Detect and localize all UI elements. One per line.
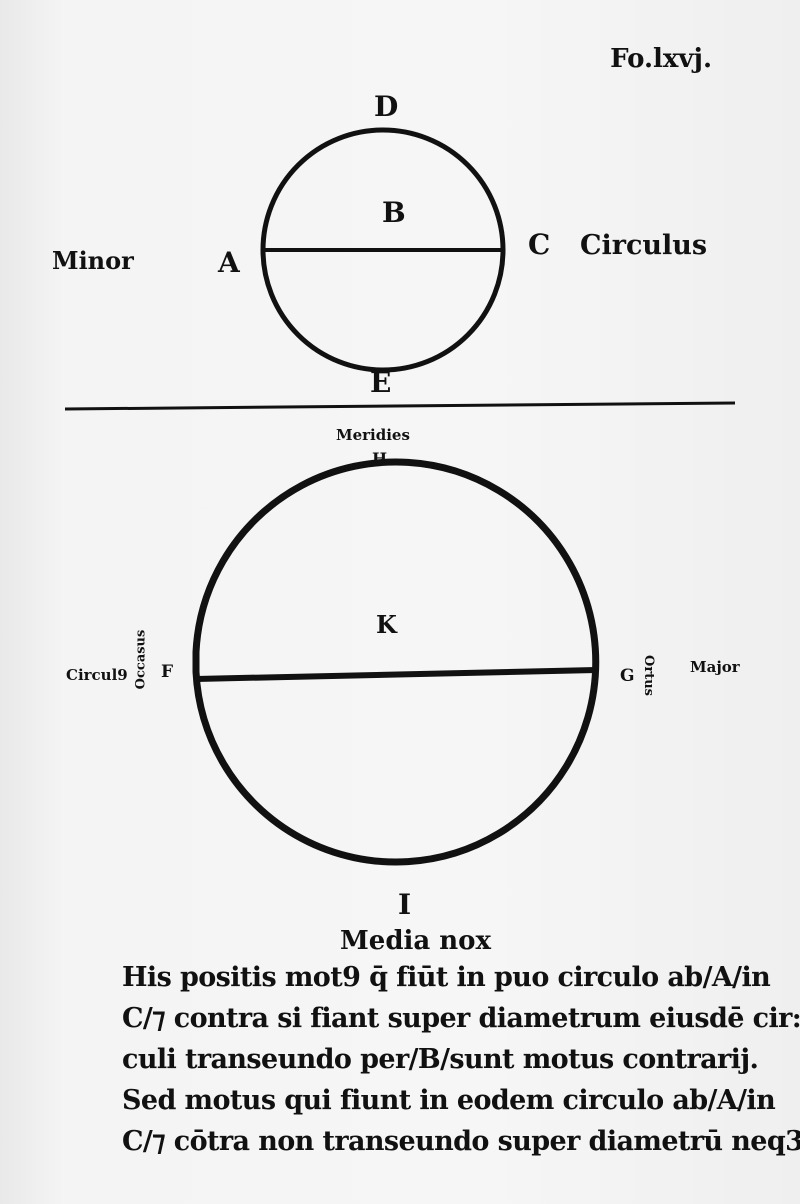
body-text-line: Sed motus qui fiunt in eodem circulo ab/…	[122, 1085, 776, 1116]
label-g: G	[620, 666, 635, 686]
label-occasus: Occasus	[133, 629, 149, 690]
label-b: B	[382, 196, 406, 229]
label-i: I	[398, 888, 412, 921]
label-a: A	[218, 246, 240, 279]
major-diameter	[195, 667, 597, 682]
label-circulus: Circulus	[580, 230, 708, 261]
label-meridies: Meridies	[336, 426, 410, 444]
label-media-nox: Media nox	[340, 926, 492, 956]
label-major: Major	[690, 658, 740, 676]
label-d: D	[374, 90, 399, 123]
major-circle	[192, 458, 600, 866]
divider-rule	[64, 401, 736, 411]
body-text-line: His positis mot9 q̄ fiūt in puo circulo …	[122, 962, 771, 993]
body-text-line: C/⁊ contra si fiant super diametrum eius…	[122, 1003, 800, 1034]
body-text-line: C/⁊ cōtra non transeundo super diametrū …	[122, 1126, 800, 1157]
label-c: C	[528, 228, 551, 261]
label-k: K	[376, 610, 397, 639]
label-f: F	[161, 662, 174, 682]
label-minor: Minor	[52, 246, 134, 275]
label-circulus-lower: Circul9	[66, 666, 128, 684]
body-text-line: culi transeundo per/B/sunt motus contrar…	[122, 1044, 759, 1075]
label-ortus: Ortus	[640, 655, 656, 696]
label-h: H	[372, 449, 388, 468]
folio-number: Fo.lxvj.	[610, 44, 712, 74]
label-e: E	[370, 366, 392, 399]
